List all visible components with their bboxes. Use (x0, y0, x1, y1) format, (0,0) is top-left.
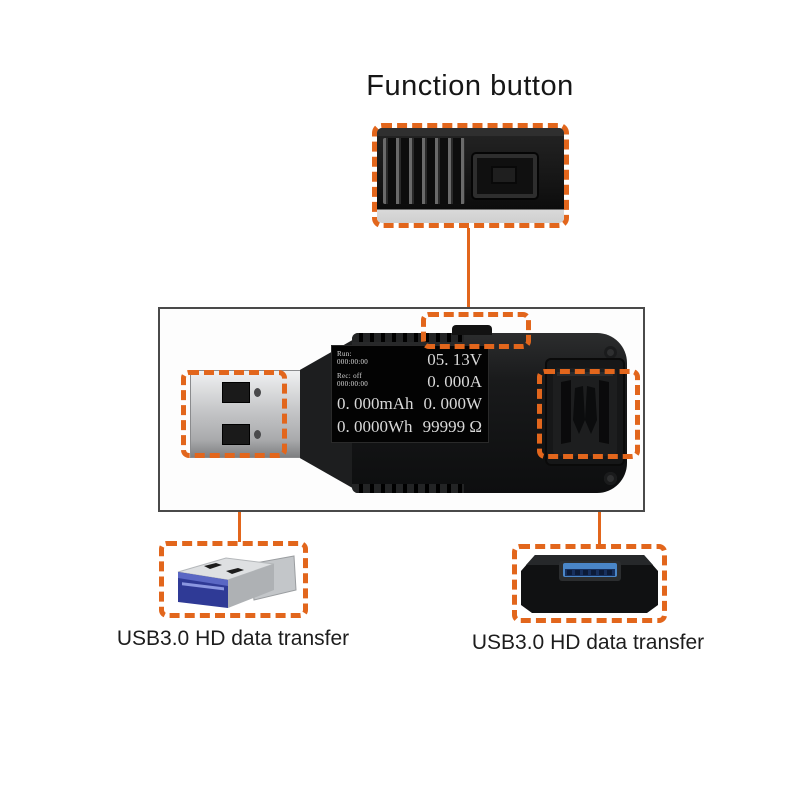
display-power: 0. 000W (423, 394, 482, 414)
grip-serration-top (352, 333, 464, 342)
plug-pin-hole-bottom (254, 430, 261, 439)
usb-male-closeup-box (159, 541, 308, 618)
plug-hole-top (222, 382, 250, 403)
function-button-bump (452, 325, 492, 335)
oled-display: Run: 000:00:00 05. 13V Rec: off 000:00:0… (331, 345, 489, 443)
function-button-callout-box (372, 123, 569, 228)
usb-male-connector-photo (177, 555, 297, 608)
usb-female-port (545, 358, 625, 466)
function-button-label: Function button (366, 70, 574, 102)
display-voltage: 05. 13V (427, 350, 482, 369)
function-button-cap (491, 166, 517, 184)
usb-male-target-box (181, 370, 287, 458)
function-button-closeup-photo (377, 128, 564, 223)
display-energy: 0. 0000Wh (337, 416, 413, 436)
screw-top (604, 346, 617, 359)
usb-female-closeup-box (512, 544, 667, 623)
plug-hole-bottom (222, 424, 250, 445)
usb-female-target-box (537, 369, 640, 459)
usb-right-label: USB3.0 HD data transfer (471, 631, 705, 654)
display-capacity: 0. 000mAh (337, 394, 414, 414)
display-resistance: 99999 Ω (422, 416, 482, 436)
callout-line-function-button (467, 228, 470, 313)
grip-ridges (383, 138, 465, 204)
grip-serration-bottom (352, 484, 464, 493)
screw-bottom (604, 472, 617, 485)
display-rec-timer: Rec: off 000:00:00 (337, 372, 369, 389)
function-button (473, 154, 537, 198)
function-button-target-box (421, 312, 531, 349)
plug-pin-hole-top (254, 388, 261, 397)
display-current: 0. 000A (427, 372, 482, 392)
usb-female-end-photo (521, 555, 658, 613)
display-run-timer: Run: 000:00:00 (337, 350, 369, 367)
device-edge-highlight (377, 128, 564, 136)
usb-left-label: USB3.0 HD data transfer (116, 627, 350, 650)
usb-female-port-opening (553, 368, 617, 456)
